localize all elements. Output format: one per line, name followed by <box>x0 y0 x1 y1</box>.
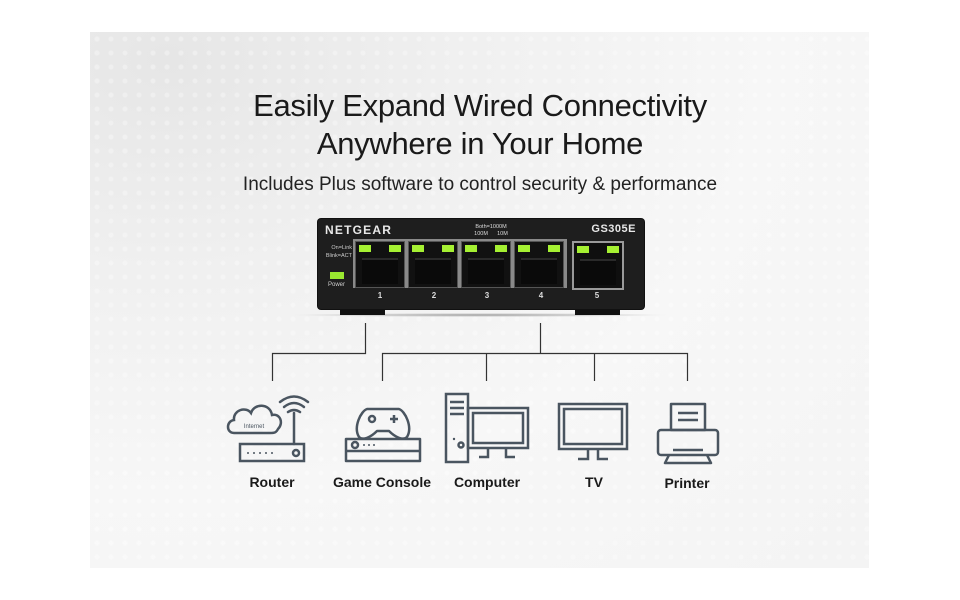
link-led <box>577 246 589 253</box>
headline-line-2: Anywhere in Your Home <box>316 126 644 161</box>
device-label-game-console: Game Console <box>332 474 432 490</box>
subtitle: Includes Plus software to control securi… <box>242 174 718 195</box>
computer-icon <box>444 392 530 464</box>
ethernet-port-4 <box>514 241 564 288</box>
power-label: Power <box>328 282 346 288</box>
led-legend: On=Link Blink=ACT <box>322 244 352 260</box>
port-number-4: 4 <box>538 291 544 300</box>
game-console-icon <box>344 407 422 463</box>
device-label-printer: Printer <box>664 475 710 491</box>
ethernet-port-1 <box>355 241 405 288</box>
network-switch: NETGEAR Both=1000M 100M 10M GS305E On=Li… <box>318 219 644 309</box>
led-legend-line-1: On=Link <box>331 245 352 251</box>
act-led <box>495 245 507 252</box>
ethernet-port-5 <box>572 241 624 290</box>
switch-foot-right <box>575 309 620 315</box>
rj45-jack <box>362 258 398 284</box>
port-number-1: 1 <box>377 291 383 300</box>
line-bus <box>381 352 689 381</box>
led-legend-line-2: Blink=ACT <box>325 253 352 259</box>
act-led <box>442 245 454 252</box>
speed-legend-line-1: Both=1000M <box>475 224 507 230</box>
link-led <box>518 245 530 252</box>
rj45-jack <box>580 259 616 285</box>
rj45-jack <box>521 258 557 284</box>
line-to-router <box>271 323 367 381</box>
device-label-computer: Computer <box>453 474 521 490</box>
printer-icon <box>656 402 720 465</box>
switch-model: GS305E <box>591 223 636 235</box>
speed-legend-line-2: 100M 10M <box>474 230 508 237</box>
power-led <box>330 272 344 279</box>
switch-shadow <box>290 313 670 317</box>
device-label-router: Router <box>249 474 295 490</box>
link-led <box>412 245 424 252</box>
port-number-5: 5 <box>594 291 600 300</box>
headline-line-1: Easily Expand Wired Connectivity <box>253 88 707 123</box>
switch-brand-logo: NETGEAR <box>325 223 393 237</box>
rj45-jack <box>468 258 504 284</box>
act-led <box>548 245 560 252</box>
link-led <box>359 245 371 252</box>
act-led <box>389 245 401 252</box>
speed-legend: Both=1000M 100M 10M <box>466 224 516 237</box>
switch-foot-left <box>340 309 385 315</box>
router-icon: Internet <box>226 395 310 463</box>
device-label-tv: TV <box>585 474 603 490</box>
act-led <box>607 246 619 253</box>
port-number-2: 2 <box>431 291 437 300</box>
link-led <box>465 245 477 252</box>
tv-icon <box>557 402 629 461</box>
ethernet-port-3 <box>461 241 511 288</box>
ethernet-port-2 <box>408 241 458 288</box>
rj45-jack <box>415 258 451 284</box>
router-internet-text: Internet <box>244 424 265 430</box>
port-number-3: 3 <box>484 291 490 300</box>
